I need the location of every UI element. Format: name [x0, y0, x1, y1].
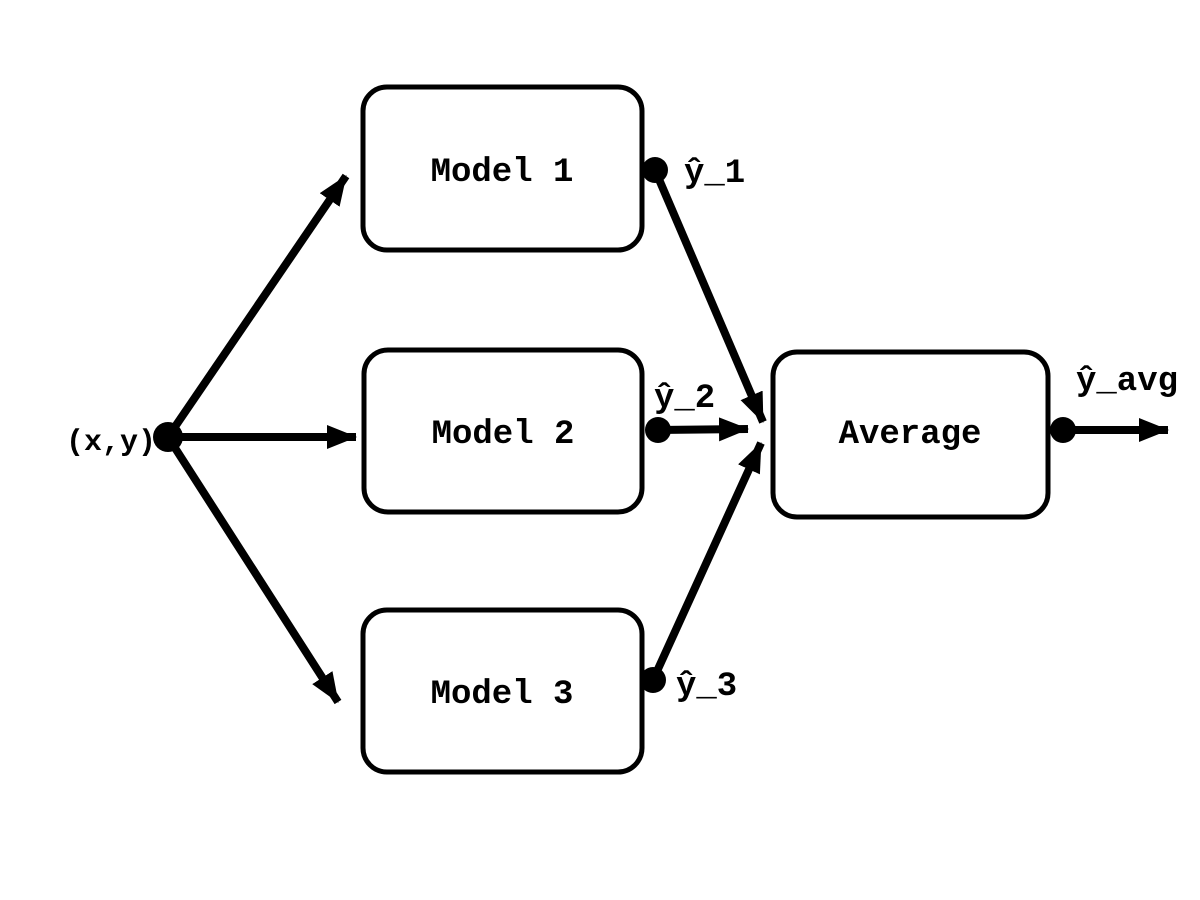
node-average-box — [770, 349, 1051, 520]
edge-label-y1: ŷ_1 — [684, 155, 745, 193]
edge-label-y2: ŷ_2 — [654, 380, 715, 418]
node-model1-box — [360, 84, 645, 253]
model3-output-dot — [640, 667, 666, 693]
model2-output-dot — [645, 417, 671, 443]
edge-model1-to-average — [651, 168, 767, 424]
dot-group — [153, 157, 1076, 693]
node-model2-box — [361, 347, 645, 515]
model1-output-dot — [642, 157, 668, 183]
node-group — [360, 84, 1051, 775]
input-dot — [153, 422, 183, 452]
edge-label-y3: ŷ_3 — [676, 668, 737, 706]
edge-model2-to-average — [657, 417, 749, 442]
node-model3-label: Model 3 — [431, 676, 574, 714]
node-model3-box — [360, 607, 645, 775]
edge-model3-to-average — [649, 441, 765, 682]
average-output-dot — [1050, 417, 1076, 443]
input-label: (x,y) — [66, 426, 156, 460]
edge-input-to-model3 — [164, 434, 342, 705]
edge-group — [164, 168, 1169, 705]
node-model1-label: Model 1 — [431, 154, 574, 192]
edge-input-to-model1 — [164, 173, 350, 440]
node-average-label: Average — [839, 416, 982, 454]
node-model2-label: Model 2 — [432, 416, 575, 454]
edge-label-yavg: ŷ_avg — [1076, 363, 1178, 401]
